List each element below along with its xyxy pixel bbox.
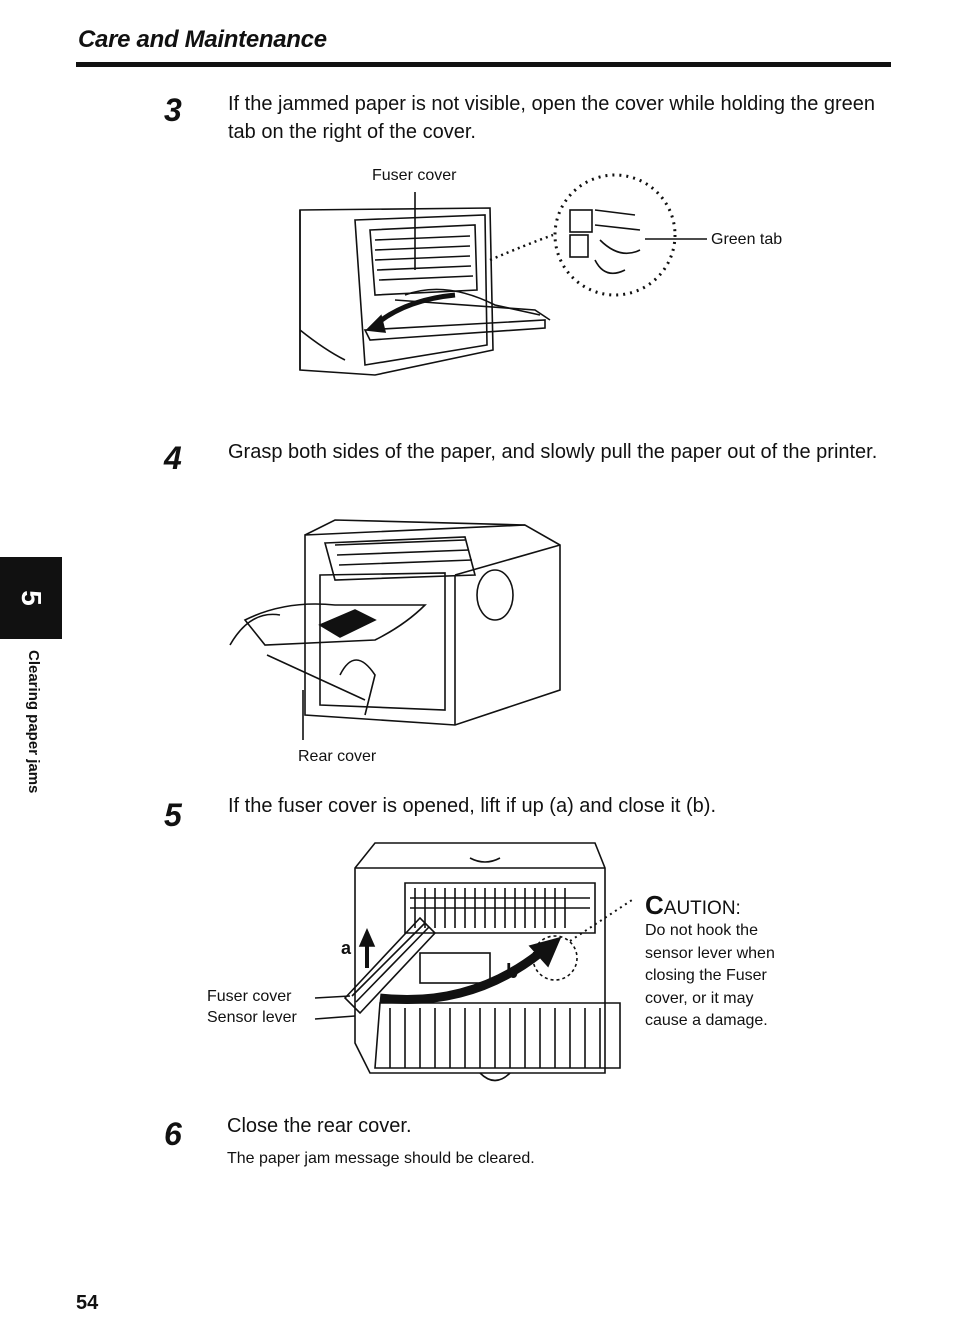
step-6-text: Close the rear cover. bbox=[227, 1115, 412, 1137]
chapter-number: 5 bbox=[16, 590, 47, 606]
fig1-green-tab-label: Green tab bbox=[711, 231, 783, 248]
caution-line: cover, or it may bbox=[645, 989, 754, 1007]
step-6-number: 6 bbox=[164, 1116, 182, 1152]
page-number: 54 bbox=[76, 1292, 99, 1314]
header-rule bbox=[76, 62, 891, 67]
chapter-tab: 5 bbox=[0, 557, 62, 639]
caution-heading-rest: AUTION: bbox=[663, 898, 741, 919]
chapter-label: Clearing paper jams bbox=[25, 650, 42, 794]
step-6-note: The paper jam message should be cleared. bbox=[227, 1150, 535, 1167]
step-5-text: If the fuser cover is opened, lift if up… bbox=[228, 795, 717, 817]
fig3-arrow-a-label: a bbox=[341, 938, 352, 958]
page-title: Care and Maintenance bbox=[78, 26, 327, 53]
step-5-number: 5 bbox=[164, 797, 182, 833]
fig3-fuser-cover-label: Fuser cover bbox=[207, 988, 292, 1005]
caution-heading-cap: C bbox=[645, 890, 664, 920]
caution-heading: CAUTION: bbox=[645, 890, 741, 921]
caution-line: closing the Fuser bbox=[645, 967, 767, 984]
fig3-printer-illustration bbox=[314, 842, 636, 1082]
caution-line: cause a damage. bbox=[645, 1012, 768, 1029]
step-3-number: 3 bbox=[164, 92, 182, 128]
step-3-text: If the jammed paper is not visible, open… bbox=[228, 93, 876, 143]
fig3-arrow-b-label: b bbox=[506, 961, 519, 983]
step-4-text: Grasp both sides of the paper, and slowl… bbox=[228, 441, 878, 463]
fig1-fuser-cover-label: Fuser cover bbox=[372, 167, 457, 184]
caution-line: Do not hook the bbox=[645, 922, 758, 939]
fig2-printer-illustration bbox=[229, 519, 561, 740]
caution-line: sensor lever when bbox=[645, 944, 775, 962]
caution-text: Do not hook the sensor lever when closin… bbox=[645, 920, 775, 1033]
fig3-sensor-lever-label: Sensor lever bbox=[207, 1009, 297, 1026]
fig1-printer-illustration bbox=[299, 173, 707, 376]
step-4-number: 4 bbox=[164, 440, 182, 476]
fig2-rear-cover-label: Rear cover bbox=[298, 748, 377, 765]
